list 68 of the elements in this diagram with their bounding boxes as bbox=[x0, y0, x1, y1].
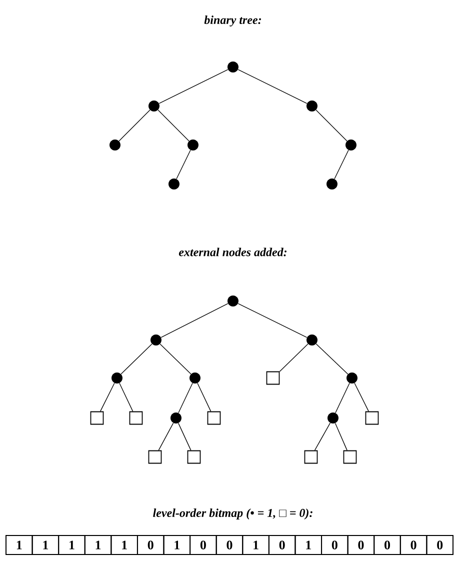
bitmap-cell: 1 bbox=[84, 535, 112, 555]
tree-edge bbox=[178, 382, 193, 414]
tree-edge bbox=[238, 69, 308, 104]
internal-node-dot bbox=[168, 178, 180, 190]
bitmap-cell: 1 bbox=[242, 535, 270, 555]
internal-node-dot bbox=[188, 140, 198, 150]
tree-edge bbox=[119, 382, 134, 412]
bitmap-cell: 0 bbox=[268, 535, 296, 555]
bitmap-cell: 0 bbox=[190, 535, 217, 555]
internal-node-dot bbox=[328, 412, 338, 424]
bitmap-cell: 1 bbox=[58, 535, 86, 555]
bitmap-cell: 0 bbox=[347, 535, 375, 555]
internal-node-dot bbox=[190, 372, 200, 384]
bitmap-cell: 1 bbox=[110, 535, 138, 555]
tree-edge bbox=[158, 69, 228, 104]
external-node-square bbox=[187, 450, 201, 464]
internal-node-dot bbox=[228, 296, 238, 306]
internal-node-dot bbox=[326, 178, 338, 190]
tree-edge bbox=[316, 344, 348, 374]
tree-edge bbox=[176, 150, 191, 180]
bitmap-cell: 0 bbox=[136, 535, 164, 555]
internal-node-dot bbox=[148, 100, 160, 112]
bitmap-cell: 1 bbox=[32, 535, 60, 555]
heading: binary tree: bbox=[204, 16, 261, 26]
tree-edge bbox=[160, 303, 228, 338]
tree-edge bbox=[335, 382, 350, 414]
internal-node-dot bbox=[306, 100, 318, 112]
internal-node-dot bbox=[112, 372, 122, 384]
bitmap-cell: 0 bbox=[400, 535, 428, 555]
external-node-square bbox=[304, 450, 318, 464]
tree-edge bbox=[100, 382, 115, 412]
external-node-square bbox=[207, 411, 221, 425]
external-node-square bbox=[129, 411, 143, 425]
tree-edge bbox=[238, 303, 308, 338]
external-node-square bbox=[365, 411, 379, 425]
external-node-square bbox=[266, 371, 280, 385]
tree-edge bbox=[316, 110, 348, 142]
internal-node-dot bbox=[228, 62, 238, 72]
bitmap-cell: 1 bbox=[163, 535, 191, 555]
heading: external nodes added: bbox=[178, 248, 286, 256]
tree-edge bbox=[279, 344, 308, 372]
tree-edge bbox=[160, 344, 192, 374]
bitmap-cell: 0 bbox=[321, 535, 348, 555]
tree-edge bbox=[178, 422, 192, 451]
internal-node-dot bbox=[346, 372, 358, 384]
bitmap-cell: 0 bbox=[426, 535, 454, 555]
tree-edge bbox=[354, 382, 369, 412]
internal-node-dot bbox=[170, 412, 182, 424]
external-node-square bbox=[343, 450, 357, 464]
external-node-square bbox=[148, 450, 162, 464]
tree-edge bbox=[334, 422, 348, 451]
external-node-square bbox=[90, 411, 104, 425]
tree-edge bbox=[158, 110, 190, 142]
internal-node-dot bbox=[306, 334, 318, 346]
bitmap-cell: 1 bbox=[6, 535, 33, 555]
tree-edge bbox=[158, 422, 174, 451]
tree-edge bbox=[120, 344, 152, 374]
internal-node-dot bbox=[110, 140, 120, 150]
internal-node-dot bbox=[346, 140, 356, 150]
heading: level-order bitmap (• = 1, □ = 0): bbox=[153, 508, 312, 520]
bitmap-cell: 0 bbox=[216, 535, 244, 555]
tree-edge bbox=[334, 150, 349, 180]
tree-edge bbox=[314, 422, 331, 451]
bitmap-cell: 1 bbox=[294, 535, 322, 555]
tree-edge bbox=[197, 382, 212, 412]
internal-node-dot bbox=[150, 334, 162, 346]
tree-edge bbox=[118, 110, 150, 142]
bitmap-cell: 0 bbox=[374, 535, 401, 555]
